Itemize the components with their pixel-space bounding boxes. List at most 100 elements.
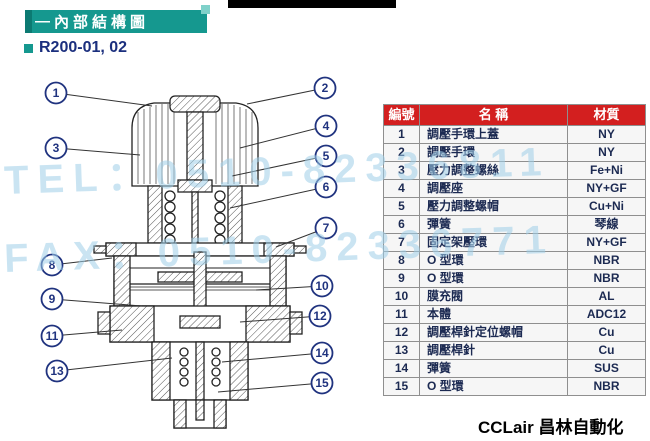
column-header: 名 稱 (419, 104, 568, 126)
brand-text: CCLair 昌林自動化 (478, 418, 624, 437)
part-name-cell: 壓力調整螺絲 (419, 161, 568, 180)
part-name-cell: 彈簧 (419, 215, 568, 234)
callout-circle-8 (40, 253, 64, 277)
part-material-cell: NBR (567, 377, 646, 396)
callout-circle-4 (314, 114, 338, 138)
callout-leader-line (217, 382, 323, 393)
callout-leader-line (231, 155, 327, 177)
callout-circle-15 (310, 371, 334, 395)
part-name-cell: 膜充閥 (419, 287, 568, 306)
part-number-cell: 15 (383, 377, 420, 396)
part-number-cell: 14 (383, 359, 420, 378)
part-material-cell: NY+GF (567, 179, 646, 198)
callout-number: 7 (323, 221, 330, 235)
regulator-drawing (93, 95, 307, 429)
callout-number: 6 (323, 180, 330, 194)
callout-leader-line (55, 147, 141, 156)
model-bullet-square (24, 43, 33, 53)
part-name-cell: O 型環 (419, 269, 568, 288)
part-material-cell: ADC12 (567, 305, 646, 324)
part-material-cell: NBR (567, 269, 646, 288)
part-material-cell: Fe+Ni (567, 161, 646, 180)
part-name-cell: 調壓手環 (419, 143, 568, 162)
part-number-cell: 5 (383, 197, 420, 216)
part-number-cell: 6 (383, 215, 420, 234)
callout-number: 9 (49, 292, 56, 306)
part-number-cell: 3 (383, 161, 420, 180)
callout-number: 1 (53, 86, 60, 100)
callout-circle-3 (44, 136, 68, 160)
callout-circle-14 (310, 341, 334, 365)
callout-number: 14 (315, 346, 329, 360)
part-number-cell: 4 (383, 179, 420, 198)
part-name-cell: 彈簧 (419, 359, 568, 378)
part-material-cell: NY (567, 125, 646, 144)
part-name-cell: 調壓桿針定位螺帽 (419, 323, 568, 342)
callout-number: 13 (50, 364, 64, 378)
part-material-cell: Cu (567, 341, 646, 360)
part-material-cell: NBR (567, 251, 646, 270)
part-name-cell: 固定架壓環 (419, 233, 568, 252)
part-name-cell: O 型環 (419, 377, 568, 396)
title-dash: — (35, 13, 50, 30)
part-number-cell: 9 (383, 269, 420, 288)
callout-leader-line (246, 87, 326, 105)
title-bar-left-cap (25, 10, 32, 33)
callout-number: 15 (315, 376, 329, 390)
title-bar-accent-square (201, 5, 210, 14)
callout-number: 10 (315, 279, 329, 293)
callout-leader-line (51, 329, 123, 337)
part-material-cell: SUS (567, 359, 646, 378)
callout-circle-13 (45, 359, 69, 383)
callout-number: 2 (322, 81, 329, 95)
callout-leader-line (55, 92, 153, 107)
callout-circle-7 (314, 216, 338, 240)
callout-circle-5 (314, 144, 338, 168)
section-title-bar: — 內部結構圖 (25, 10, 207, 33)
callout-leader-line (221, 352, 323, 363)
part-material-cell: 琴線 (567, 215, 646, 234)
callout-leader-line (56, 357, 173, 372)
callout-circle-2 (313, 76, 337, 100)
part-name-cell: O 型環 (419, 251, 568, 270)
part-name-cell: 壓力調整螺帽 (419, 197, 568, 216)
callout-leader-line (51, 298, 143, 307)
callout-number: 3 (53, 141, 60, 155)
callout-leader-line (229, 186, 327, 209)
top-black-bar (228, 0, 396, 8)
callout-circle-10 (310, 274, 334, 298)
callout-leader-line (239, 125, 327, 149)
part-number-cell: 10 (383, 287, 420, 306)
part-material-cell: Cu+Ni (567, 197, 646, 216)
part-name-cell: 調壓座 (419, 179, 568, 198)
section-title: 內部結構圖 (54, 14, 150, 31)
model-line: R200-01, 02 (24, 39, 127, 57)
callout-circle-6 (314, 175, 338, 199)
part-material-cell: Cu (567, 323, 646, 342)
parts-table-header-row: 編號名 稱材質 (383, 104, 646, 126)
part-number-cell: 7 (383, 233, 420, 252)
callout-circle-11 (40, 324, 64, 348)
part-number-cell: 8 (383, 251, 420, 270)
column-header: 編號 (383, 104, 420, 126)
column-header: 材質 (567, 104, 646, 126)
model-number: R200-01, 02 (39, 39, 128, 56)
part-number-cell: 1 (383, 125, 420, 144)
part-number-cell: 2 (383, 143, 420, 162)
callout-number: 4 (323, 119, 330, 133)
callout-number: 11 (46, 329, 59, 343)
callout-number: 12 (313, 309, 327, 323)
